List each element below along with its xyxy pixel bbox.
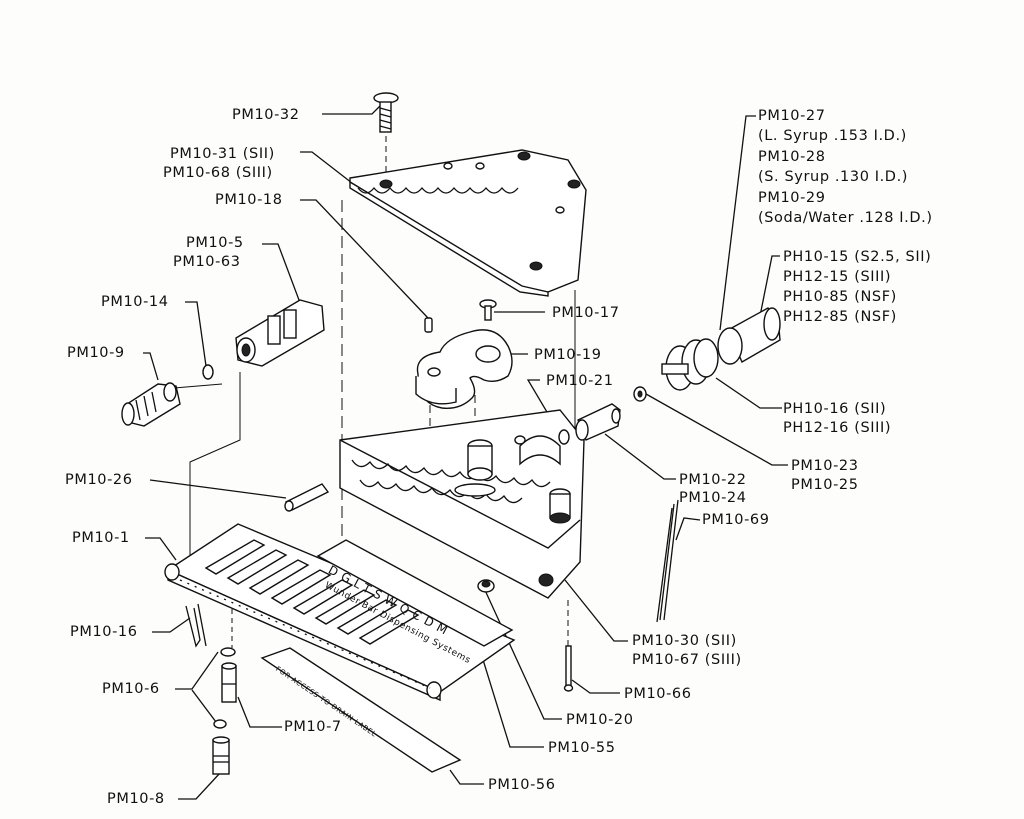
label-ph10-15: PH10-15 (S2.5, SII) <box>783 249 932 265</box>
label-pm10-14: PM10-14 <box>101 294 169 310</box>
label-pm10-30: PM10-30 (SII) <box>632 633 737 649</box>
label-pm10-22: PM10-22 <box>679 472 747 488</box>
label-ph12-85: PH12-85 (NSF) <box>783 309 897 325</box>
label-pm10-28-desc: (S. Syrup .130 I.D.) <box>758 169 909 185</box>
label-pm10-21: PM10-21 <box>546 373 614 389</box>
label-pm10-9: PM10-9 <box>67 345 125 361</box>
label-pm10-29: PM10-29 <box>758 190 826 206</box>
flange-ph10-16 <box>661 338 719 391</box>
tray-slots <box>204 539 420 645</box>
label-pm10-25: PM10-25 <box>791 477 859 493</box>
label-pm10-27: PM10-27 <box>758 108 826 124</box>
label-pm10-67: PM10-67 (SIII) <box>632 652 742 668</box>
label-pm10-31: PM10-31 (SII) <box>170 146 275 162</box>
screw-pm10-66 <box>563 645 574 692</box>
label-pm10-16: PM10-16 <box>70 624 138 640</box>
clip-pm10-16 <box>185 603 207 648</box>
label-pm10-24: PM10-24 <box>679 490 747 506</box>
label-pm10-63: PM10-63 <box>173 254 241 270</box>
label-pm10-69: PM10-69 <box>702 512 770 528</box>
label-ph10-85: PH10-85 (NSF) <box>783 289 897 305</box>
cylinder-ph10-15 <box>717 307 781 365</box>
label-pm10-27-desc: (L. Syrup .153 I.D.) <box>758 128 907 144</box>
fitting-pm10-9 <box>121 382 181 427</box>
label-pm10-18: PM10-18 <box>215 192 283 208</box>
label-pm10-56: PM10-56 <box>488 777 556 793</box>
o-ring-pm10-6-upper <box>220 647 236 657</box>
cap-pm10-20 <box>477 579 495 593</box>
label-pm10-1: PM10-1 <box>72 530 130 546</box>
leader-lines <box>143 105 788 800</box>
label-pm10-26: PM10-26 <box>65 472 133 488</box>
o-ring-pm10-6-lower <box>213 719 227 729</box>
button-tray-pm10-1 <box>164 523 516 702</box>
pick-pm10-69 <box>659 499 679 621</box>
body-pm10-5 <box>235 299 325 367</box>
nozzle-pm10-23 <box>633 386 647 402</box>
rod-pm10-26 <box>284 483 330 512</box>
label-pm10-28: PM10-28 <box>758 149 826 165</box>
label-pm10-5: PM10-5 <box>186 235 244 251</box>
label-pm10-23: PM10-23 <box>791 458 859 474</box>
lever-pm10-19 <box>415 329 513 409</box>
o-ring-pm10-14 <box>202 364 214 380</box>
label-pm10-20: PM10-20 <box>566 712 634 728</box>
label-ph12-16: PH12-16 (SIII) <box>783 420 892 436</box>
label-pm10-55: PM10-55 <box>548 740 616 756</box>
top-plate-pm10-31 <box>349 149 587 297</box>
manifold-body <box>339 409 585 599</box>
label-pm10-66: PM10-66 <box>624 686 692 702</box>
label-ph10-16: PH10-16 (SII) <box>783 401 887 417</box>
screw-pm10-17 <box>479 299 497 321</box>
washer-pm10-21 <box>558 429 570 445</box>
label-pm10-8: PM10-8 <box>107 791 165 807</box>
fitting-pm10-8 <box>212 736 230 775</box>
label-pm10-29-desc: (Soda/Water .128 I.D.) <box>758 210 933 226</box>
label-pm10-68: PM10-68 (SIII) <box>163 165 273 181</box>
label-ph12-15: PH12-15 (SIII) <box>783 269 892 285</box>
letter-strip-pm10-55 <box>316 539 514 647</box>
pin-pm10-18 <box>424 317 433 333</box>
fitting-pm10-7 <box>221 662 237 703</box>
label-strip-pm10-56 <box>260 647 462 773</box>
label-pm10-17: PM10-17 <box>552 305 620 321</box>
screw-pm10-32 <box>373 92 399 133</box>
valve-pm10-22 <box>575 403 621 441</box>
label-pm10-6: PM10-6 <box>102 681 160 697</box>
label-pm10-19: PM10-19 <box>534 347 602 363</box>
label-pm10-7: PM10-7 <box>284 719 342 735</box>
label-pm10-32: PM10-32 <box>232 107 300 123</box>
